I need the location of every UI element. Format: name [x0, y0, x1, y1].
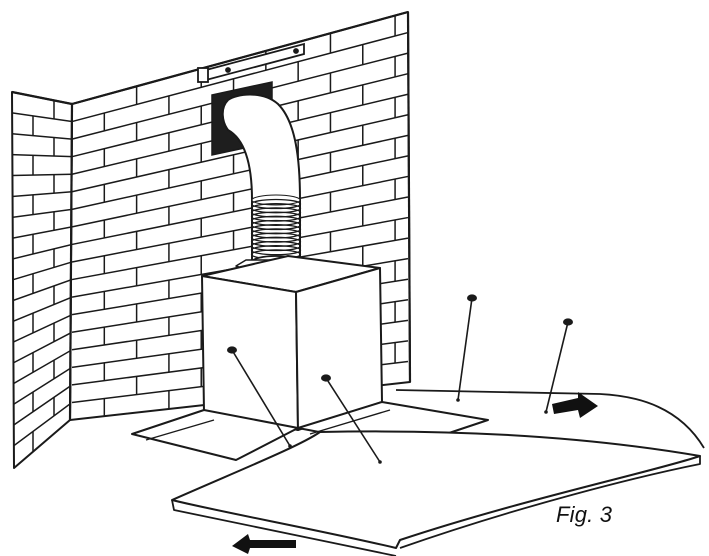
- arrow-right-panel: [552, 392, 598, 418]
- glass-canopy: [171, 389, 705, 556]
- direction-arrows: [232, 392, 598, 554]
- wall-right-edge: [406, 11, 412, 383]
- arrow-bottom-left: [232, 534, 296, 554]
- chimney-box: [201, 255, 383, 431]
- mounting-bracket: [197, 42, 305, 83]
- brick-wall: [11, 10, 412, 469]
- figure-caption: Fig. 3: [556, 502, 613, 527]
- duct-ribs: [250, 198, 302, 260]
- wall-corner-edge: [68, 103, 74, 421]
- side-wall-bricks: [12, 100, 72, 452]
- screw: [456, 294, 477, 402]
- screw: [227, 346, 292, 448]
- screw: [321, 374, 382, 464]
- chimney-left-face: [201, 275, 299, 431]
- screw: [544, 318, 573, 414]
- mounting-screws: [227, 294, 573, 464]
- side-wall: [11, 91, 73, 469]
